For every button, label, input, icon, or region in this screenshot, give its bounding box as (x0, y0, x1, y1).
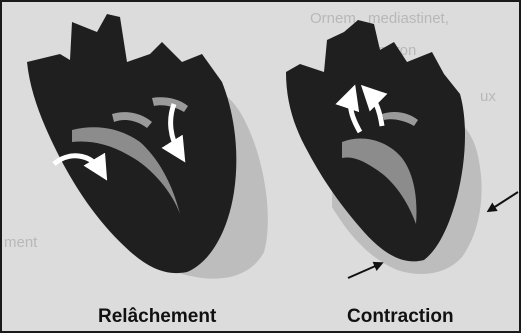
caption-contraction: Contraction (347, 306, 454, 328)
heart-relaxed (27, 14, 268, 279)
contraction-arrow (490, 192, 518, 210)
heart-contracted (286, 20, 518, 278)
contraction-arrow (348, 264, 380, 278)
caption-relaxation: Relâchement (98, 306, 216, 328)
